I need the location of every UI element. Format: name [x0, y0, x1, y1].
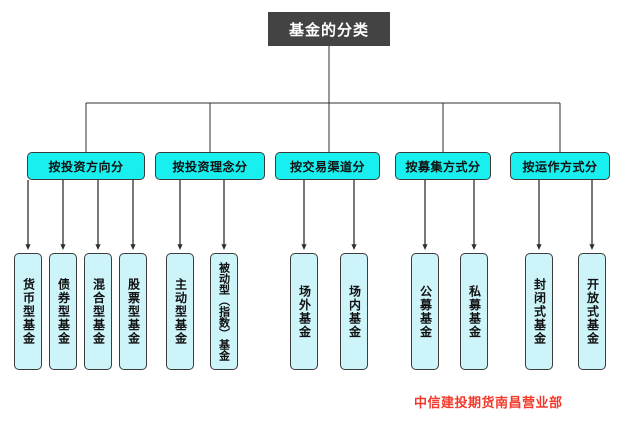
- leaf-node-public-fund[interactable]: 公募基金: [411, 253, 439, 370]
- leaf-node-label: 主动型基金: [173, 277, 188, 346]
- leaf-node-label: 被动型（指数）基金: [217, 262, 231, 361]
- leaf-node-label: 封闭式基金: [532, 277, 547, 346]
- category-node-fundraising-method[interactable]: 按募集方式分: [395, 152, 491, 180]
- leaf-node-label: 股票型基金: [126, 277, 141, 346]
- leaf-node-label: 开放式基金: [585, 277, 600, 346]
- leaf-node-equity-fund[interactable]: 股票型基金: [119, 253, 147, 370]
- leaf-node-label: 场外基金: [297, 284, 312, 339]
- leaf-node-money-market-fund[interactable]: 货币型基金: [14, 253, 42, 370]
- category-node-investment-philosophy[interactable]: 按投资理念分: [155, 152, 265, 180]
- leaf-node-open-end-fund[interactable]: 开放式基金: [578, 253, 606, 370]
- leaf-node-active-fund[interactable]: 主动型基金: [166, 253, 194, 370]
- root-node-title: 基金的分类: [268, 12, 390, 46]
- category-node-investment-direction[interactable]: 按投资方向分: [27, 152, 145, 180]
- leaf-node-label: 场内基金: [347, 284, 362, 339]
- leaf-node-otc-fund[interactable]: 场外基金: [290, 253, 318, 370]
- leaf-node-label: 混合型基金: [91, 277, 106, 346]
- leaf-node-bond-fund[interactable]: 债券型基金: [49, 253, 77, 370]
- leaf-node-label: 私募基金: [467, 284, 482, 339]
- leaf-node-hybrid-fund[interactable]: 混合型基金: [84, 253, 112, 370]
- footer-credit: 中信建投期货南昌营业部: [414, 396, 563, 411]
- leaf-node-exchange-traded-fund[interactable]: 场内基金: [340, 253, 368, 370]
- leaf-node-label: 债券型基金: [56, 277, 71, 346]
- leaf-node-private-fund[interactable]: 私募基金: [460, 253, 488, 370]
- leaf-node-passive-index-fund[interactable]: 被动型（指数）基金: [210, 253, 238, 370]
- leaf-node-label: 货币型基金: [21, 277, 36, 346]
- category-node-trading-channel[interactable]: 按交易渠道分: [275, 152, 380, 180]
- category-node-operation-method[interactable]: 按运作方式分: [510, 152, 610, 180]
- leaf-node-label: 公募基金: [418, 284, 433, 339]
- leaf-node-closed-end-fund[interactable]: 封闭式基金: [525, 253, 553, 370]
